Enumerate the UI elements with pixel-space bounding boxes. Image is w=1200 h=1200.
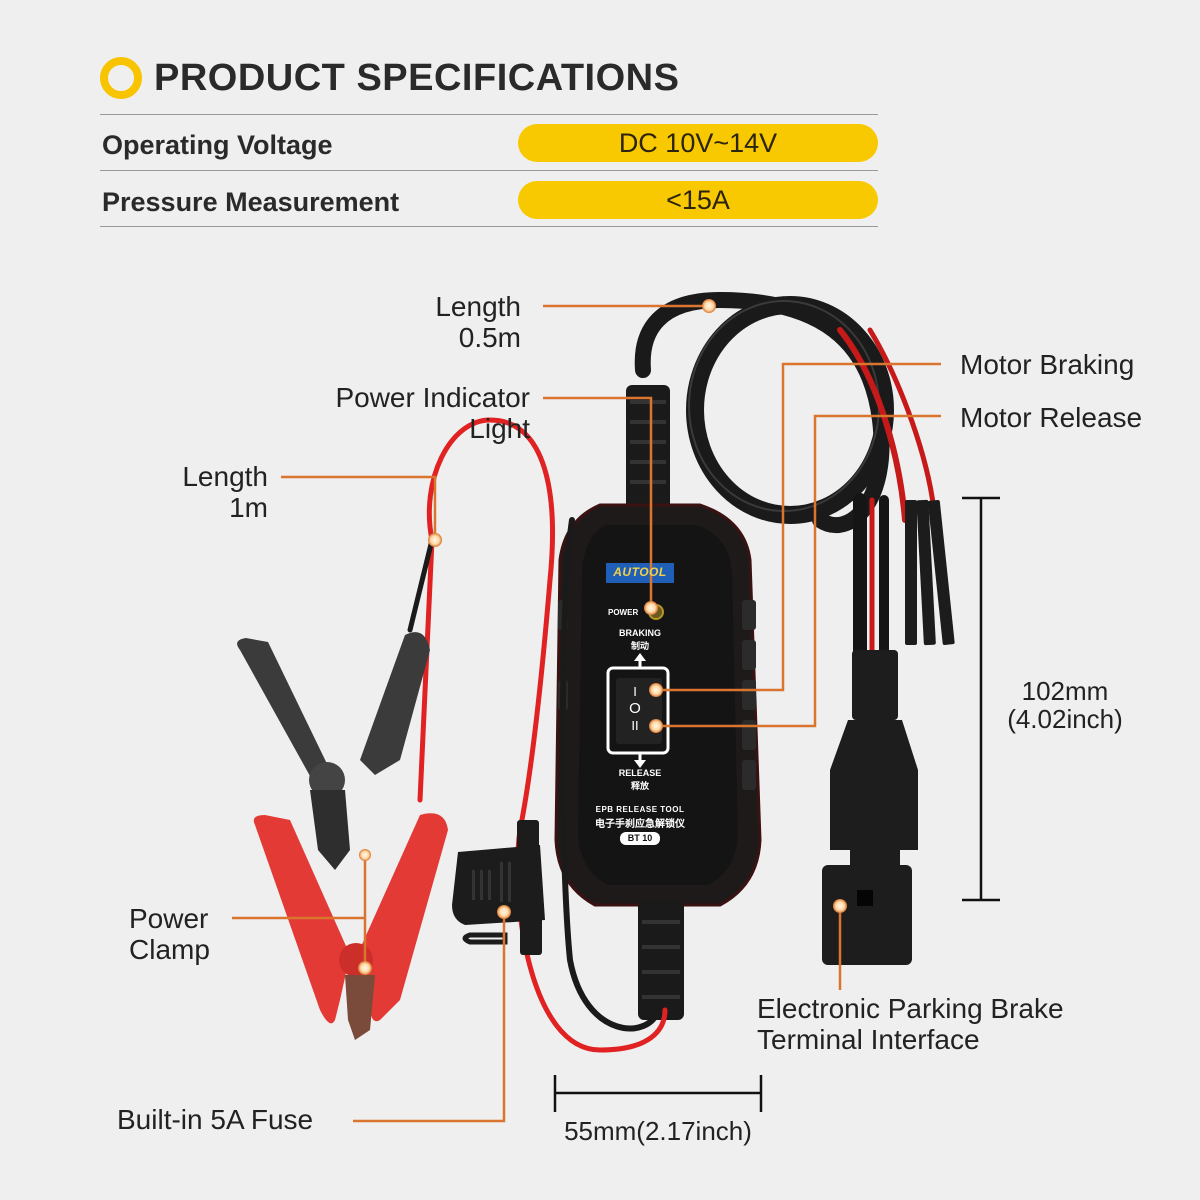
model-number: BT 10	[627, 833, 653, 843]
callout-power-clamp: Power Clamp	[129, 903, 210, 965]
pin-terminals	[905, 499, 955, 646]
dimension-text: (4.02inch)	[1007, 704, 1123, 734]
brand-badge	[606, 563, 674, 583]
spec-divider	[100, 170, 878, 171]
braking-label-cn: 制动	[630, 641, 649, 651]
fuse-holder	[452, 820, 545, 955]
callout-text: 1m	[229, 492, 268, 523]
callout-length-05: Length 0.5m	[400, 291, 521, 353]
section-header: PRODUCT SPECIFICATIONS	[100, 56, 679, 100]
leader-dots	[358, 299, 847, 975]
model-badge	[620, 832, 660, 845]
dimension-width: 55mm(2.17inch)	[564, 1116, 752, 1146]
brand-logo: AUTOOL	[613, 565, 667, 579]
callout-text: Power Indicator	[335, 382, 530, 413]
switch-mark-off: O	[629, 700, 641, 717]
dimension-text: 102mm	[1021, 676, 1109, 706]
callout-text: Light	[469, 413, 530, 444]
switch-mark-on: I	[633, 684, 637, 699]
callout-text: Electronic Parking Brake	[757, 993, 1064, 1024]
callout-text: Clamp	[129, 934, 210, 965]
callout-text: 0.5m	[458, 322, 521, 353]
spec-value-pressure: <15A	[518, 181, 878, 219]
spec-label-pressure: Pressure Measurement	[102, 187, 400, 217]
switch-mark-release: II	[631, 718, 639, 733]
output-cable	[634, 291, 938, 667]
strain-relief-top	[626, 385, 670, 515]
callout-length-1: Length 1m	[150, 461, 268, 523]
ring-bullet-icon	[100, 57, 142, 99]
spec-divider	[100, 114, 878, 115]
callout-text: Terminal Interface	[757, 1024, 980, 1055]
epb-connector	[822, 650, 918, 965]
callout-motor-braking: Motor Braking	[960, 349, 1135, 380]
red-clamp	[253, 813, 448, 1040]
spec-label-voltage: Operating Voltage	[102, 130, 333, 160]
release-label-cn: 释放	[630, 781, 649, 791]
spec-value-voltage: DC 10V~14V	[518, 124, 878, 162]
callout-text: Length	[435, 291, 521, 322]
release-label: RELEASE	[618, 768, 662, 778]
power-label: POWER	[608, 608, 639, 617]
page-title: PRODUCT SPECIFICATIONS	[154, 56, 680, 99]
callout-epb-interface: Electronic Parking Brake Terminal Interf…	[757, 993, 1064, 1055]
strain-relief-bottom	[638, 900, 684, 1020]
callout-text: Power	[129, 903, 209, 934]
product-name-cn: 电子手刹应急解锁仪	[595, 819, 685, 830]
product-name: EPB RELEASE TOOL	[595, 805, 685, 814]
dimension-height: 102mm (4.02inch)	[985, 677, 1145, 733]
leader-lines	[232, 304, 941, 1123]
callout-fuse: Built-in 5A Fuse	[117, 1104, 314, 1135]
callout-motor-release: Motor Release	[960, 402, 1143, 433]
dimension-lines	[553, 496, 1000, 1112]
spec-divider	[100, 226, 878, 227]
callout-power-indicator: Power Indicator Light	[290, 382, 530, 444]
callout-text: Length	[182, 461, 268, 492]
braking-label: BRAKING	[619, 628, 661, 638]
black-clamp	[237, 632, 430, 870]
